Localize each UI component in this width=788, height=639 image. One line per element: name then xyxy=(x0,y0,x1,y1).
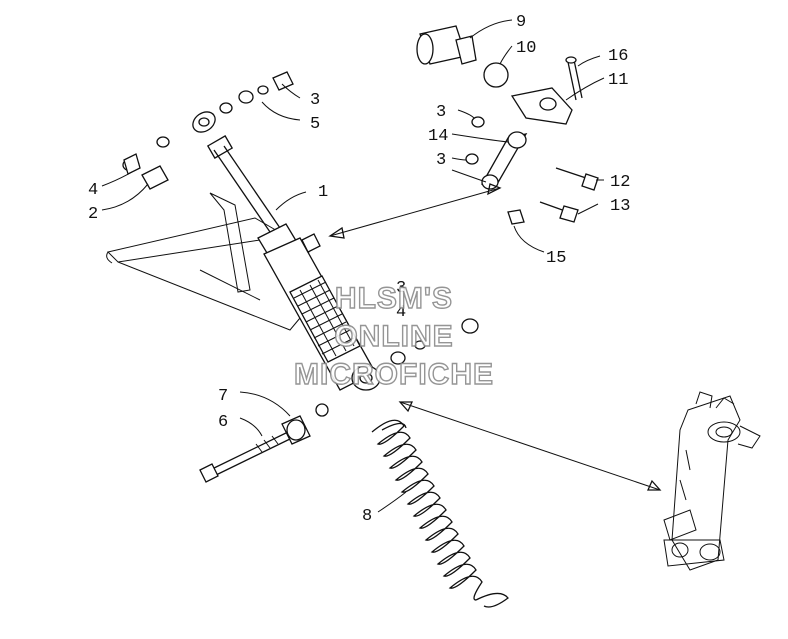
knurl-pattern xyxy=(293,279,355,357)
callout-4-mid: 4 xyxy=(396,303,406,322)
callout-7: 7 xyxy=(218,387,228,406)
shock-absorber xyxy=(192,111,381,391)
leader-lines xyxy=(101,19,605,513)
callout-3-link-top: 3 xyxy=(436,103,446,122)
callout-5: 5 xyxy=(310,115,320,134)
callout-6: 6 xyxy=(218,413,228,432)
callout-13: 13 xyxy=(610,197,630,216)
watermark-line-2: ONLINE xyxy=(334,320,453,353)
callout-15: 15 xyxy=(546,249,566,268)
bolt-and-bushing xyxy=(199,403,329,483)
coil-spring xyxy=(371,419,509,608)
callout-14: 14 xyxy=(428,127,448,146)
callout-11: 11 xyxy=(608,71,628,90)
callout-3-mid: 3 xyxy=(396,279,406,298)
watermark-line-1: HLSM'S xyxy=(335,282,453,315)
callout-4-top: 4 xyxy=(88,181,98,200)
callout-12: 12 xyxy=(610,173,630,192)
callout-10: 10 xyxy=(516,39,536,58)
callout-labels: 1 2 4 3 5 3 4 7 6 8 9 10 16 11 3 14 3 12… xyxy=(88,13,630,526)
watermark-line-3: MICROFICHE xyxy=(294,358,494,391)
spindle-frame xyxy=(663,391,761,571)
watermark: HLSM'S ONLINE MICROFICHE xyxy=(293,281,494,391)
callout-3-link-bottom: 3 xyxy=(436,151,446,170)
linkage-assembly xyxy=(416,25,599,225)
mid-hardware xyxy=(301,233,479,365)
callout-9: 9 xyxy=(516,13,526,32)
callout-3-top: 3 xyxy=(310,91,320,110)
connection-arrows xyxy=(328,183,662,491)
callout-16: 16 xyxy=(608,47,628,66)
callout-1: 1 xyxy=(318,183,328,202)
callout-8: 8 xyxy=(362,507,372,526)
callout-2: 2 xyxy=(88,205,98,224)
